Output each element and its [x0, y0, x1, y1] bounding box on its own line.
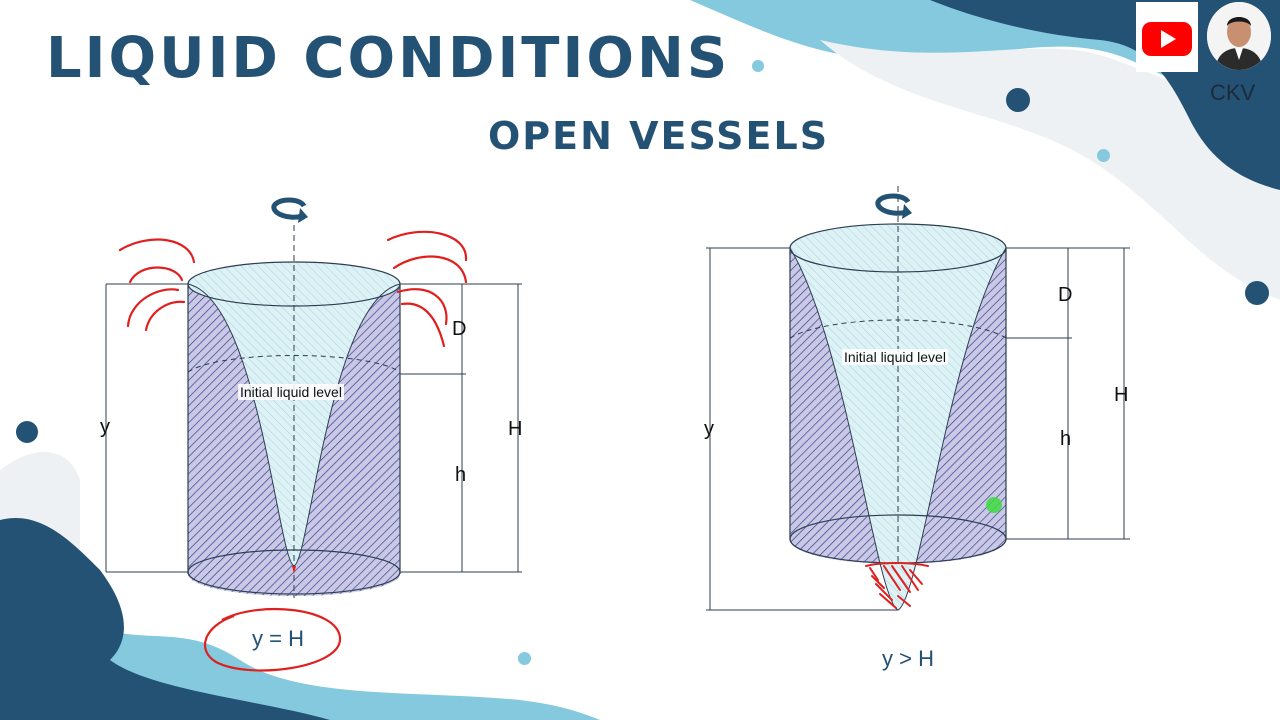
- slide-subtitle: OPEN VESSELS: [488, 114, 830, 158]
- decor-dot: [16, 421, 38, 443]
- avatar: [1207, 2, 1271, 70]
- left-label-H: H: [508, 418, 523, 440]
- decor-dot: [518, 652, 531, 665]
- right-label-D: D: [1058, 284, 1073, 306]
- right-label-h: h: [1060, 428, 1072, 450]
- right-condition-label: y > H: [882, 646, 934, 671]
- left-spill-annotation: [118, 230, 468, 348]
- bottom-left-dark-wave: [0, 518, 330, 720]
- left-liquid-wall: [188, 284, 400, 596]
- slide-title: LIQUID CONDITIONS: [46, 26, 731, 91]
- top-right-gray-blob: [820, 40, 1280, 300]
- right-liquid-wall: [790, 248, 1006, 610]
- right-dry-bottom-annotation: [865, 562, 929, 609]
- decor-dot: [1097, 149, 1110, 162]
- decor-dot: [752, 60, 764, 72]
- right-label-H: H: [1114, 384, 1129, 406]
- left-label-y: y: [100, 416, 110, 438]
- left-label-D: D: [452, 318, 467, 340]
- decor-dot: [1245, 281, 1269, 305]
- channel-author: CKV: [1210, 80, 1256, 105]
- left-label-h: h: [455, 464, 467, 486]
- youtube-badge[interactable]: [1136, 2, 1198, 72]
- right-initial-level-label: Initial liquid level: [842, 349, 948, 365]
- left-condition-label: y = H: [252, 626, 304, 651]
- left-initial-level-label: Initial liquid level: [238, 384, 344, 400]
- presenter-avatar-icon: [1207, 2, 1271, 70]
- youtube-play-icon: [1142, 22, 1192, 56]
- right-label-y: y: [704, 418, 714, 440]
- pointer-dot: [986, 497, 1002, 513]
- left-paraboloid-air: [188, 262, 400, 566]
- left-condition-circle: [204, 607, 342, 672]
- decor-dot: [1006, 88, 1030, 112]
- right-rotation-arrow-icon: [875, 193, 911, 216]
- left-rotation-arrow-icon: [271, 197, 307, 220]
